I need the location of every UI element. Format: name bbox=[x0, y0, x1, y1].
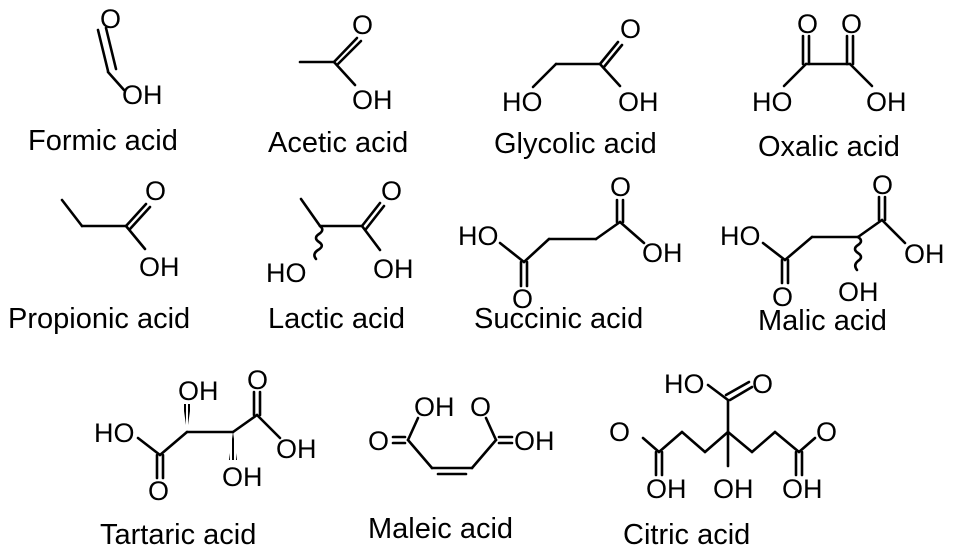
molecule-name: Citric acid bbox=[623, 519, 750, 551]
atom-label: OH bbox=[866, 87, 907, 117]
atom-label: OH bbox=[782, 474, 823, 504]
atom-label: O bbox=[772, 282, 793, 312]
atom-label: O bbox=[752, 369, 773, 399]
atom-label: HO bbox=[752, 87, 793, 117]
atom-label: OH bbox=[373, 254, 414, 284]
atom-label: HO bbox=[720, 221, 761, 251]
molecule-maleic: OH O O OH Maleic acid bbox=[368, 392, 555, 545]
atom-label: O bbox=[610, 172, 631, 202]
molecule-name: Malic acid bbox=[758, 305, 887, 337]
atom-label: O bbox=[620, 14, 641, 44]
molecule-tartaric: OH HO O O OH OH Tartaric acid bbox=[94, 365, 317, 551]
atom-label: O bbox=[381, 176, 402, 206]
molecule-malic: HO O O OH OH Malic acid bbox=[720, 170, 945, 337]
atom-label: O bbox=[797, 9, 818, 39]
atom-label: O bbox=[512, 284, 533, 314]
atom-label: OH bbox=[222, 462, 263, 492]
molecule-oxalic: O O HO OH Oxalic acid bbox=[752, 9, 907, 163]
molecule-formic: O OH Formic acid bbox=[28, 4, 178, 157]
molecule-name: Maleic acid bbox=[368, 513, 513, 545]
molecule-citric: HO O O O OH OH OH Citric acid bbox=[609, 369, 837, 551]
molecule-succinic: HO O O OH Succinic acid bbox=[458, 172, 683, 335]
molecule-propionic: O OH Propionic acid bbox=[8, 176, 190, 335]
molecule-name: Succinic acid bbox=[474, 303, 643, 335]
atom-label: O bbox=[872, 170, 893, 200]
molecule-name: Glycolic acid bbox=[494, 128, 657, 160]
molecule-name: Propionic acid bbox=[8, 303, 190, 335]
molecule-acetic: O OH Acetic acid bbox=[268, 10, 408, 159]
atom-label: OH bbox=[713, 474, 754, 504]
molecule-name: Formic acid bbox=[28, 125, 178, 157]
atom-label: O bbox=[368, 426, 389, 456]
atom-label: OH bbox=[642, 238, 683, 268]
molecule-name: Lactic acid bbox=[268, 303, 405, 335]
molecule-name: Oxalic acid bbox=[758, 131, 900, 163]
atom-label: HO bbox=[458, 221, 499, 251]
atom-label: OH bbox=[122, 80, 163, 110]
atom-label: OH bbox=[838, 277, 879, 307]
atom-label: OH bbox=[352, 85, 393, 115]
atom-label: O bbox=[470, 392, 491, 422]
atom-label: OH bbox=[276, 434, 317, 464]
atom-label: O bbox=[609, 417, 630, 447]
atom-label: O bbox=[100, 4, 121, 34]
atom-label: O bbox=[816, 417, 837, 447]
atom-label: O bbox=[148, 476, 169, 506]
atom-label: O bbox=[352, 10, 373, 40]
atom-label: OH bbox=[414, 392, 455, 422]
atom-label: OH bbox=[178, 376, 219, 406]
molecule-glycolic: O HO OH Glycolic acid bbox=[494, 14, 659, 160]
atom-label: OH bbox=[139, 252, 180, 282]
atom-label: OH bbox=[514, 426, 555, 456]
atom-label: HO bbox=[94, 418, 135, 448]
atom-label: O bbox=[145, 176, 166, 206]
molecule-lactic: O HO OH Lactic acid bbox=[266, 176, 414, 335]
atom-label: O bbox=[841, 9, 862, 39]
molecule-name: Acetic acid bbox=[268, 127, 408, 159]
atom-label: OH bbox=[904, 239, 945, 269]
atom-label: OH bbox=[646, 474, 687, 504]
atom-label: HO bbox=[266, 258, 307, 288]
atom-label: OH bbox=[618, 87, 659, 117]
molecule-name: Tartaric acid bbox=[100, 519, 256, 551]
atom-label: O bbox=[247, 365, 268, 395]
atom-label: HO bbox=[502, 87, 543, 117]
atom-label: HO bbox=[664, 369, 705, 399]
